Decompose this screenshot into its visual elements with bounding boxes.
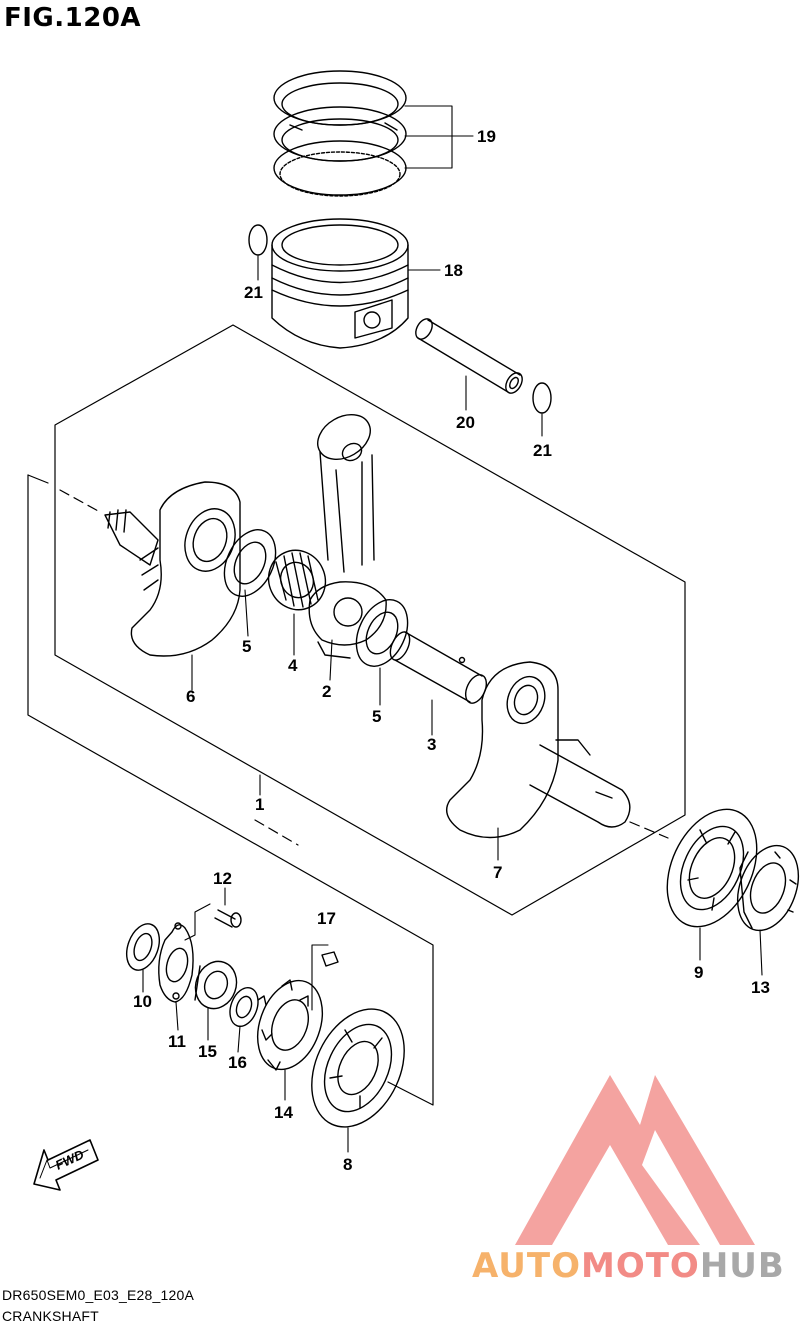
callout-numbers: 19 18 21 20 21 2 4 5 6 5 3 1 7 12 17 10 … xyxy=(133,127,770,1174)
fwd-label: FWD xyxy=(53,1146,87,1172)
callout-21-lower: 21 xyxy=(533,441,552,460)
callout-11: 11 xyxy=(168,1032,186,1051)
callout-5-left: 5 xyxy=(242,637,251,656)
oil-seal xyxy=(125,923,161,971)
callout-8: 8 xyxy=(343,1155,352,1174)
callout-19: 19 xyxy=(477,127,496,146)
watermark-word-auto: AUTO xyxy=(472,1246,581,1286)
retainer-plate xyxy=(158,922,194,1003)
callout-14: 14 xyxy=(274,1103,293,1122)
piston-pin-circlips xyxy=(248,224,552,414)
needle-bearing xyxy=(267,549,327,611)
section-name: CRANKSHAFT xyxy=(2,1308,99,1324)
callout-9: 9 xyxy=(694,963,703,982)
callout-7: 7 xyxy=(493,863,502,882)
piston xyxy=(271,218,409,349)
callout-18: 18 xyxy=(444,261,463,280)
callout-4: 4 xyxy=(288,656,298,675)
callout-1: 1 xyxy=(255,795,264,814)
callout-5-right: 5 xyxy=(372,707,381,726)
woodruff-key xyxy=(311,944,339,1011)
watermark-word-hub: HUB xyxy=(699,1246,785,1286)
piston-ring-set xyxy=(273,70,407,197)
callout-20: 20 xyxy=(456,413,475,432)
crankshaft-right-web xyxy=(446,661,631,839)
forward-direction-arrow: FWD xyxy=(33,1139,99,1191)
callout-10: 10 xyxy=(133,992,152,1011)
piston-pin xyxy=(415,318,523,394)
watermark-word-moto: MOTO xyxy=(580,1246,700,1286)
callout-3: 3 xyxy=(427,735,436,754)
crank-assembly-frame xyxy=(27,324,686,1106)
figure-title: FIG.120A xyxy=(4,3,142,33)
connecting-rod xyxy=(308,414,387,659)
crank-pin xyxy=(389,631,488,704)
drawing-code: DR650SEM0_E03_E28_120A xyxy=(2,1287,194,1303)
bolt xyxy=(184,903,242,941)
callout-2: 2 xyxy=(322,682,331,701)
primary-drive-gear xyxy=(257,979,323,1071)
left-main-bearing xyxy=(311,1008,405,1128)
callout-12: 12 xyxy=(213,869,232,888)
right-main-bearing xyxy=(666,808,758,928)
callout-16: 16 xyxy=(228,1053,247,1072)
callout-15: 15 xyxy=(198,1042,217,1061)
washer xyxy=(229,986,259,1028)
callout-13: 13 xyxy=(751,978,770,997)
thrust-washer-left xyxy=(223,529,277,597)
spacer xyxy=(194,960,238,1010)
automotohub-logo-mark xyxy=(515,1075,755,1245)
callout-21-upper: 21 xyxy=(244,283,263,302)
crankshaft-right-nut xyxy=(736,844,800,932)
crankshaft-left-web xyxy=(104,481,241,657)
callout-6: 6 xyxy=(186,687,195,706)
callout-leader-lines xyxy=(142,105,763,1153)
callout-17: 17 xyxy=(317,909,336,928)
watermark-wordmark: AUTOMOTOHUB xyxy=(472,1246,785,1286)
